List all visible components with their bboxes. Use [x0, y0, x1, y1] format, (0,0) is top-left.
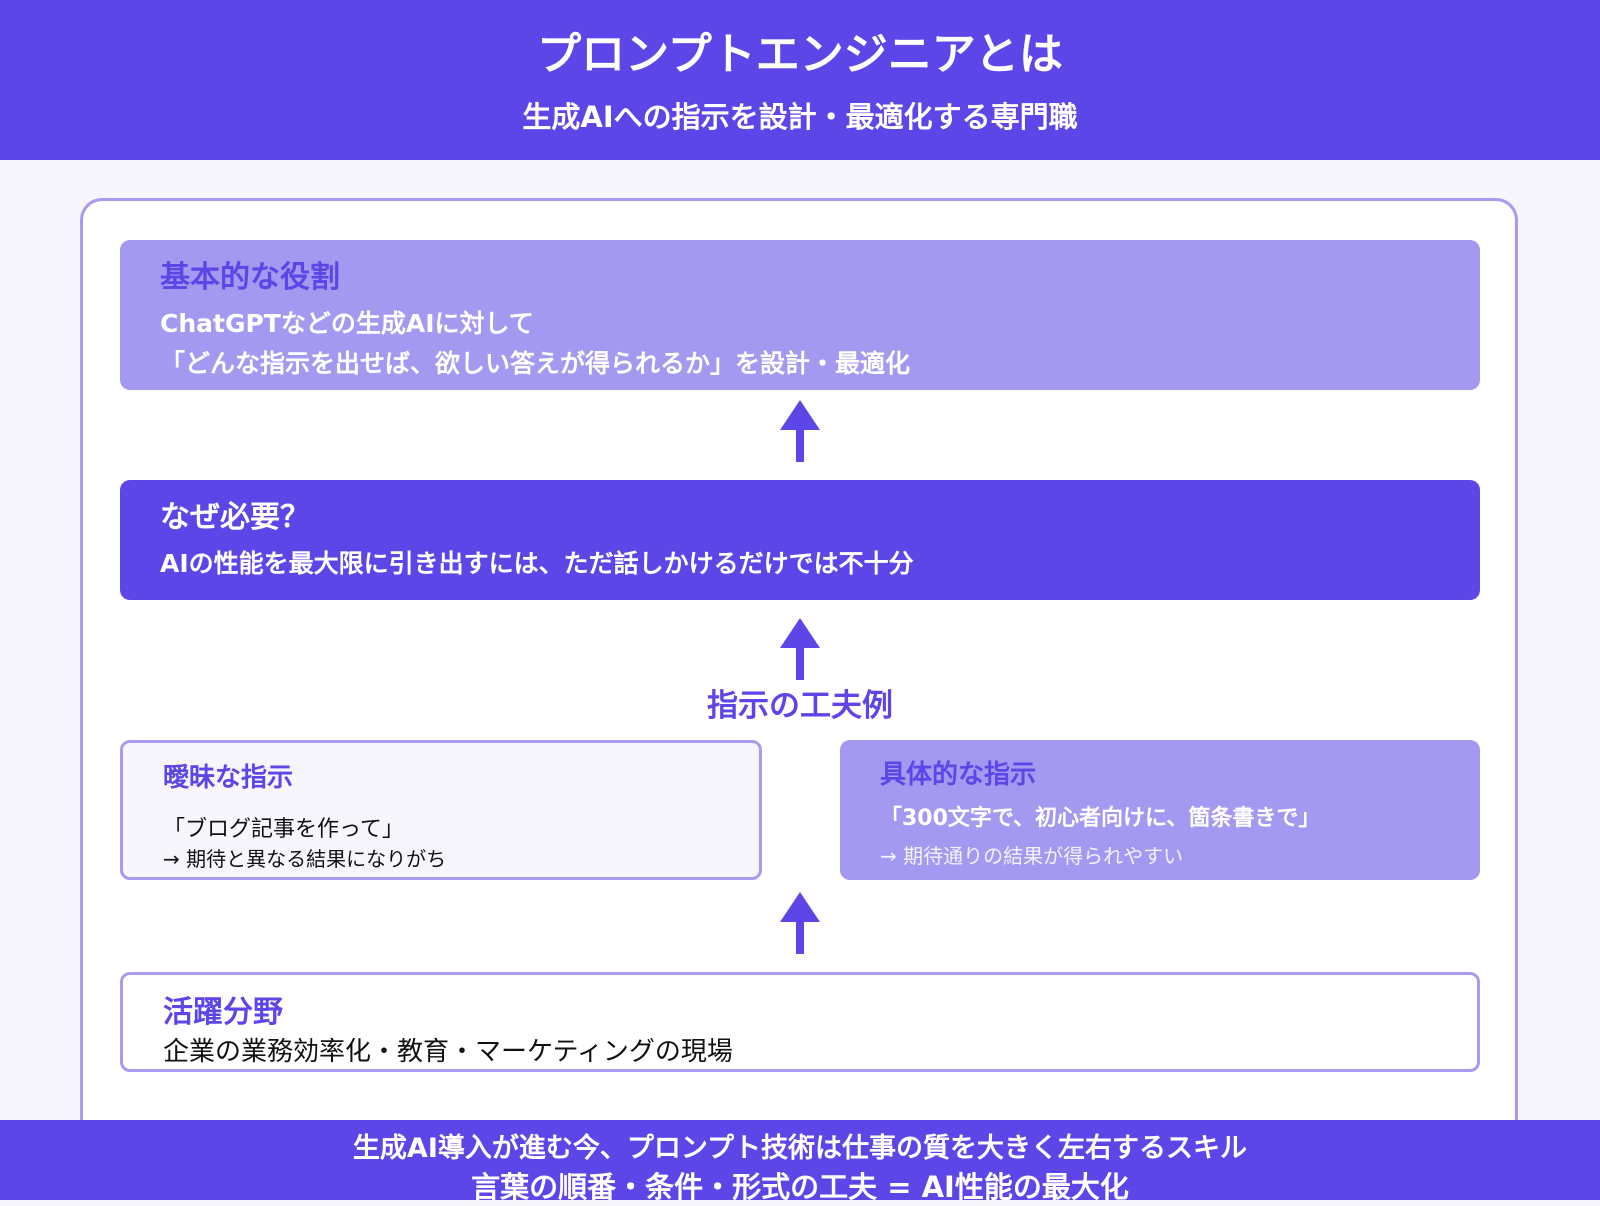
page-subtitle: 生成AIへの指示を設計・最適化する専門職	[522, 100, 1078, 134]
arrow-up-icon	[780, 892, 820, 954]
active-fields-text: 企業の業務効率化・教育・マーケティングの現場	[163, 1037, 733, 1067]
concrete-instruction-result: → 期待通りの結果が得られやすい	[880, 844, 1184, 868]
basic-role-text-line1: ChatGPTなどの生成AIに対して	[160, 309, 534, 338]
concrete-instruction-heading: 具体的な指示	[880, 760, 1037, 790]
why-needed-text: AIの性能を最大限に引き出すには、ただ話しかけるだけでは不十分	[160, 549, 914, 578]
header-banner: プロンプトエンジニアとは 生成AIへの指示を設計・最適化する専門職	[0, 0, 1600, 160]
examples-title: 指示の工夫例	[707, 688, 893, 724]
page-title: プロンプトエンジニアとは	[537, 29, 1063, 80]
concrete-instruction-example: 「300文字で、初心者向けに、箇条書きで」	[880, 806, 1321, 831]
why-needed-heading: なぜ必要？	[160, 500, 310, 535]
arrow-up-icon	[780, 618, 820, 680]
arrow-up-icon	[780, 400, 820, 462]
footer-line1: 生成AI導入が進む今、プロンプト技術は仕事の質を大きく左右するスキル	[352, 1133, 1248, 1164]
active-fields-heading: 活躍分野	[163, 995, 283, 1030]
footer-line2: 言葉の順番・条件・形式の工夫 = AI性能の最大化	[471, 1170, 1129, 1204]
basic-role-card: 基本的な役割 ChatGPTなどの生成AIに対して 「どんな指示を出せば、欲しい…	[120, 240, 1480, 390]
active-fields-card: 活躍分野 企業の業務効率化・教育・マーケティングの現場	[120, 972, 1480, 1072]
vague-instruction-card: 曖昧な指示 「ブログ記事を作って」 → 期待と異なる結果になりがち	[120, 740, 762, 880]
vague-instruction-example: 「ブログ記事を作って」	[163, 817, 404, 842]
basic-role-heading: 基本的な役割	[160, 260, 340, 295]
vague-instruction-result: → 期待と異なる結果になりがち	[163, 847, 447, 871]
footer-banner: 生成AI導入が進む今、プロンプト技術は仕事の質を大きく左右するスキル 言葉の順番…	[0, 1120, 1600, 1204]
why-needed-card: なぜ必要？ AIの性能を最大限に引き出すには、ただ話しかけるだけでは不十分	[120, 480, 1480, 600]
basic-role-text-line2: 「どんな指示を出せば、欲しい答えが得られるか」を設計・最適化	[160, 349, 911, 378]
concrete-instruction-card: 具体的な指示 「300文字で、初心者向けに、箇条書きで」 → 期待通りの結果が得…	[840, 740, 1480, 880]
vague-instruction-heading: 曖昧な指示	[163, 763, 294, 793]
